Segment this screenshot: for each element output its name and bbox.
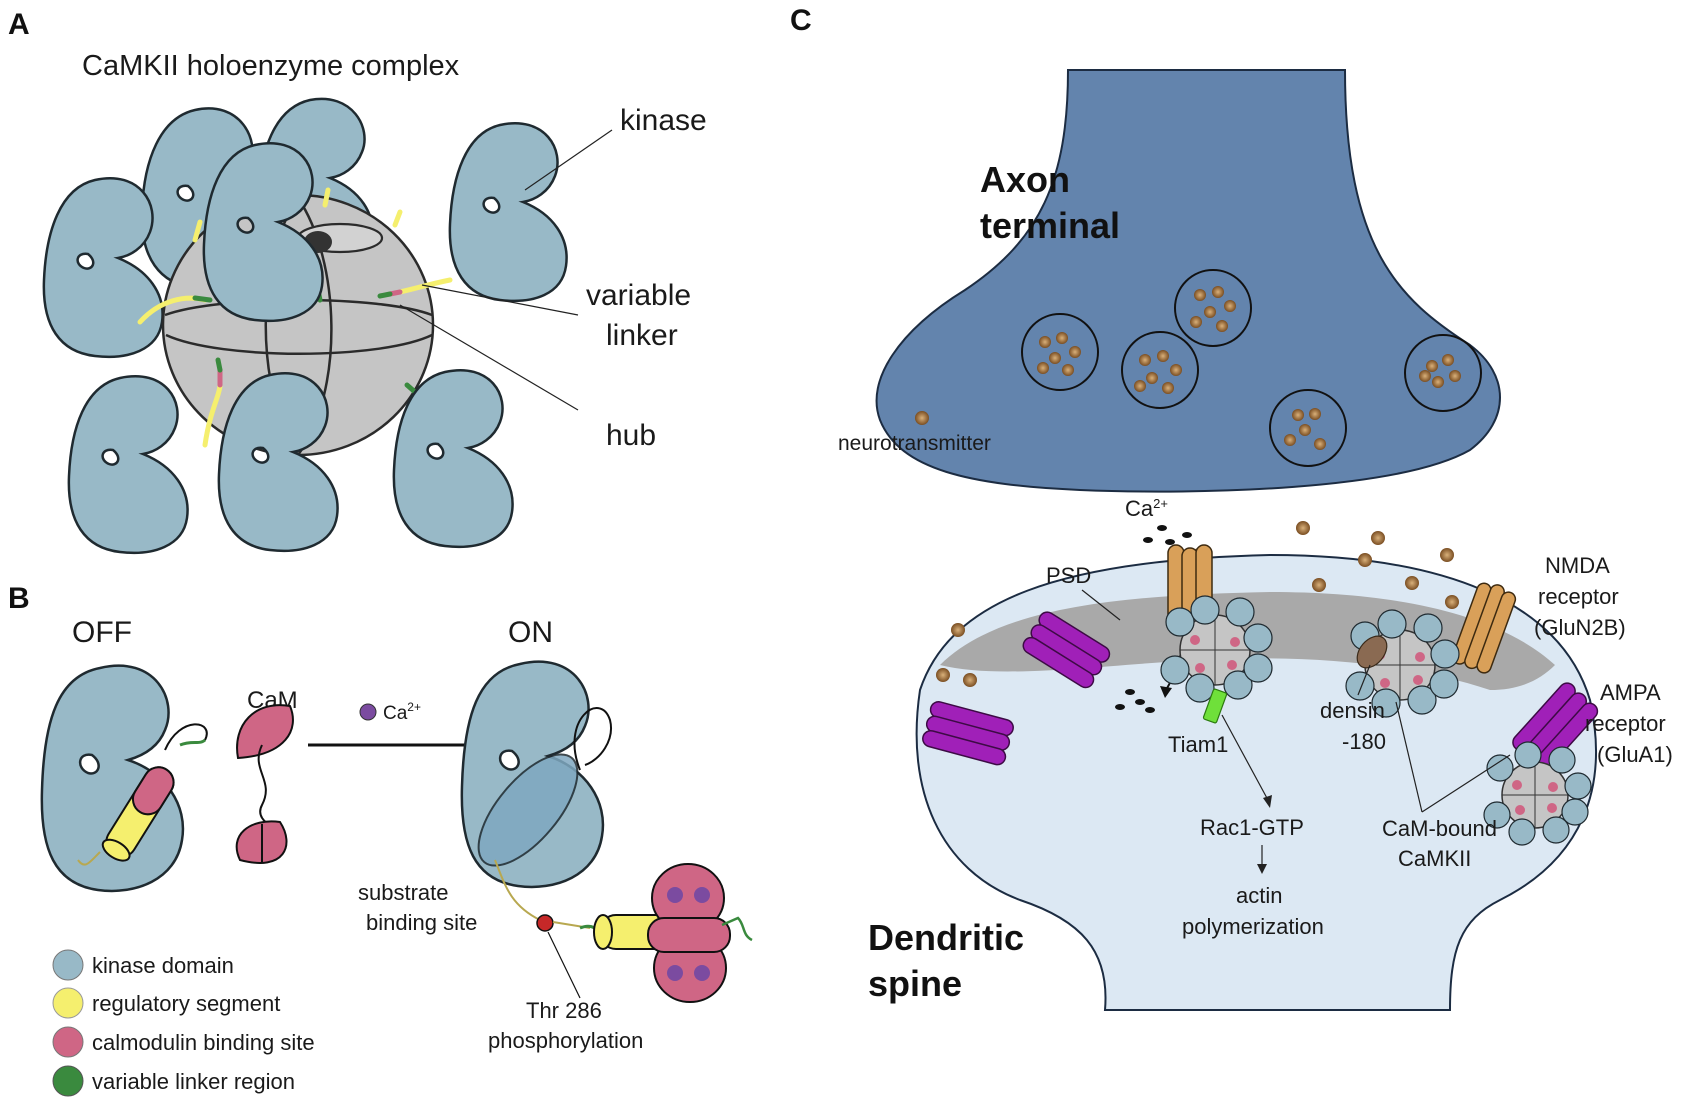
label-actin-2: polymerization: [1182, 914, 1324, 939]
label-rac: Rac1-GTP: [1200, 815, 1304, 840]
panel-b-label: B: [8, 582, 30, 615]
neurotransmitter-dot: [915, 411, 929, 425]
legend-swatch-regulatory: [52, 987, 84, 1019]
kinase-off: [40, 664, 185, 893]
label-kinase: kinase: [620, 104, 707, 137]
densin-180-shape: [1356, 635, 1388, 669]
label-ca-b: Ca2+: [383, 700, 421, 724]
tiam-arrow: [1221, 714, 1269, 801]
label-substrate-2: binding site: [366, 910, 477, 935]
label-nmda-2: receptor: [1538, 584, 1619, 609]
legend-swatch-calmodulin: [52, 1026, 84, 1058]
legend-kinase: kinase domain: [92, 953, 234, 978]
legend-calmodulin: calmodulin binding site: [92, 1030, 315, 1055]
legend-swatch-linker: [52, 1065, 84, 1097]
ampa-receptor-left-bottom: [922, 701, 1014, 766]
label-dendritic-1: Dendritic: [868, 917, 1024, 958]
label-nmda-3: (GluN2B): [1534, 615, 1626, 640]
legend: kinase domain regulatory segment calmodu…: [52, 949, 315, 1097]
cam-bound-pointer: [1395, 701, 1511, 813]
substrate-binding-site: [477, 753, 579, 867]
kinase-domain-front-middle: [217, 372, 339, 553]
label-densin-1: densin: [1320, 698, 1385, 723]
label-nmda-1: NMDA: [1545, 553, 1610, 578]
label-variable: variable: [586, 279, 691, 312]
kinase-domain-back-3: [448, 122, 568, 303]
label-dendritic-2: spine: [868, 963, 962, 1004]
holoenzyme-illustration: [42, 97, 568, 555]
label-ampa-3: (GluA1): [1597, 742, 1673, 767]
label-linker: linker: [606, 319, 678, 352]
regulatory-off: [77, 723, 208, 866]
tiam1-shape: [1202, 688, 1228, 724]
legend-swatch-kinase: [52, 949, 84, 981]
calmodulin-free: [235, 704, 294, 864]
holoenzyme-title: CaMKII holoenzyme complex: [82, 50, 460, 82]
label-thr-2: phosphorylation: [488, 1028, 643, 1053]
vesicle-contents: [1037, 286, 1461, 450]
calcium-ion: [359, 703, 377, 721]
kinase-domain-front-right: [392, 369, 514, 549]
label-densin-2: -180: [1342, 729, 1386, 754]
label-ampa-2: receptor: [1585, 711, 1666, 736]
activated-regulatory: [494, 859, 753, 1003]
label-substrate-1: substrate: [358, 880, 449, 905]
legend-regulatory: regulatory segment: [92, 991, 280, 1016]
label-cam-bound-1: CaM-bound: [1382, 816, 1497, 841]
label-actin-1: actin: [1236, 883, 1282, 908]
camkii-cluster-3: [1483, 741, 1592, 846]
label-ampa-1: AMPA: [1600, 680, 1661, 705]
kinase-domain-front-top: [202, 142, 324, 323]
label-axon-1: Axon: [980, 159, 1070, 200]
label-neurotransmitter: neurotransmitter: [838, 432, 991, 455]
thr286-phospho: [536, 914, 554, 932]
label-thr-1: Thr 286: [526, 998, 602, 1023]
panel-c-label: C: [790, 4, 812, 37]
label-off: OFF: [72, 616, 132, 649]
kinase-domain-left-1: [42, 177, 164, 359]
nmda-receptor-right: [1451, 582, 1517, 674]
label-hub: hub: [606, 419, 656, 452]
label-on: ON: [508, 616, 553, 649]
camkii-cluster-1: [1160, 595, 1273, 703]
kinase-domain-front-left: [67, 375, 189, 555]
label-psd: PSD: [1046, 563, 1091, 588]
label-ca-c: Ca2+: [1125, 496, 1168, 521]
label-axon-2: terminal: [980, 205, 1120, 246]
label-tiam: Tiam1: [1168, 732, 1228, 757]
ampa-receptor-left-top: [1022, 611, 1111, 689]
label-cam-bound-2: CaMKII: [1398, 846, 1471, 871]
panel-a-label: A: [8, 8, 30, 41]
legend-linker: variable linker region: [92, 1069, 295, 1094]
